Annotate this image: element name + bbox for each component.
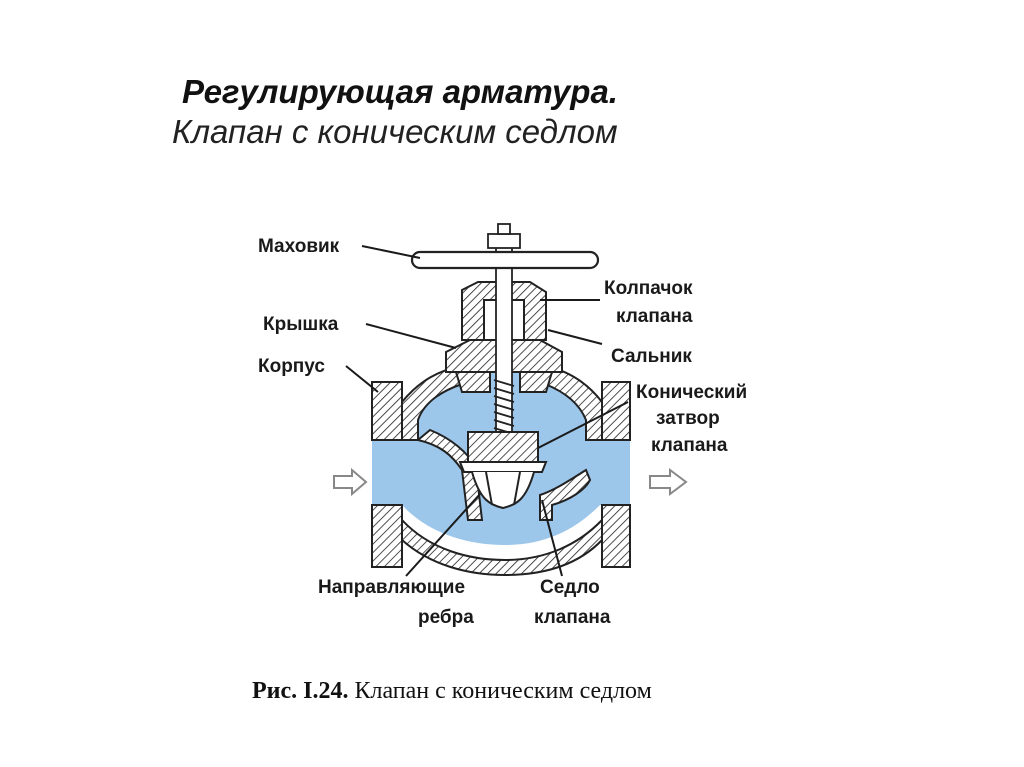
- caption-text: Клапан с коническим седлом: [348, 678, 652, 704]
- title-line-2: Клапан с коническим седлом: [172, 113, 618, 150]
- leader-lines: [345, 245, 629, 577]
- label-plug-line2: затвор: [656, 408, 720, 429]
- label-plug-line3: клапана: [651, 435, 728, 456]
- caption-figure-number: Рис. I.24.: [252, 678, 349, 704]
- label-seat-line2: клапана: [534, 607, 611, 628]
- label-plug-line1: Конический: [636, 382, 747, 403]
- slide-title: Регулирующая арматура. Клапан с коническ…: [172, 72, 792, 152]
- title-line-1: Регулирующая арматура.: [182, 73, 618, 110]
- conical-plug: [458, 431, 548, 510]
- label-gland: Сальник: [611, 346, 692, 367]
- diagram-labels: Маховик Колпачок клапана Крышка Сальник …: [258, 236, 747, 628]
- flow-arrows: [333, 467, 688, 497]
- label-handwheel: Маховик: [258, 236, 340, 257]
- valve-stem: [487, 223, 521, 435]
- figure-caption: Рис. I.24. Клапан с коническим седлом: [252, 678, 652, 705]
- label-cap-line2: клапана: [616, 306, 693, 327]
- label-cap-line1: Колпачок: [604, 278, 693, 299]
- label-ribs-line2: ребра: [418, 607, 474, 628]
- label-body: Корпус: [258, 356, 325, 377]
- label-cover: Крышка: [263, 314, 339, 335]
- label-seat-line1: Седло: [540, 577, 600, 598]
- label-ribs-line1: Направляющие: [318, 577, 465, 598]
- handwheel-shape: [410, 250, 600, 270]
